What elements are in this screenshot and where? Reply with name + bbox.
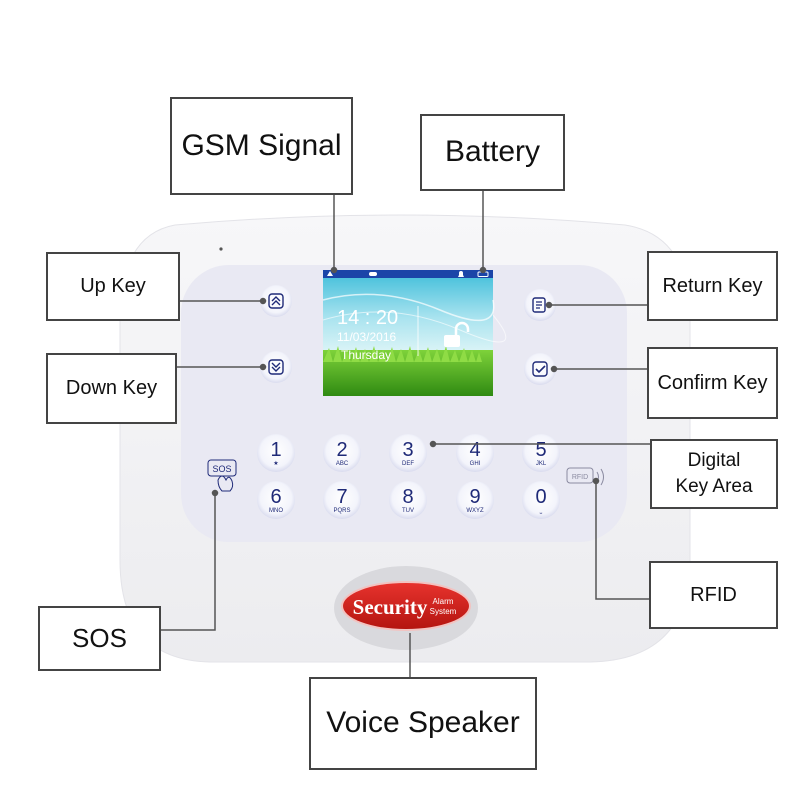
leader-dot-gsm [330, 266, 338, 274]
rfid-callout: RFID [649, 561, 778, 629]
keypad-key-letters: MNO [269, 508, 283, 514]
control-panel [181, 265, 627, 542]
sos-label: SOS [72, 622, 127, 653]
keypad-key-digit: 8 [402, 486, 413, 508]
keypad-key-face [323, 434, 361, 472]
screen-status-bar [323, 270, 493, 278]
keypad-key-letters: JKL [536, 461, 547, 467]
keypad-key-digit: 0 [535, 486, 546, 508]
leader-line-sos [161, 493, 216, 631]
keypad-key-digit: 6 [270, 486, 281, 508]
microphone-hole [219, 247, 223, 251]
keypad-key-digit: 5 [535, 439, 546, 461]
keypad-key-digit: 2 [336, 439, 347, 461]
keypad-key-digit: 4 [469, 439, 480, 461]
confirm-key-label: Confirm Key [657, 371, 768, 394]
sos-key-label: SOS [212, 464, 231, 474]
keypad-key-face [323, 481, 361, 519]
leader-dot-confirm [550, 365, 558, 373]
up-key[interactable] [260, 285, 292, 317]
lcd-screen [322, 270, 507, 396]
leader-lines [161, 190, 650, 677]
voice-speaker-badge: Security Alarm System [334, 566, 478, 650]
keypad-key-face [522, 481, 560, 519]
return-key-callout: Return Key [647, 251, 778, 321]
keypad-key-1[interactable]: 1★ [257, 434, 295, 472]
document-icon [532, 297, 546, 313]
return-key-label: Return Key [662, 274, 763, 297]
leader-dot-rfid [592, 477, 600, 485]
bell-indicator-icon [458, 271, 464, 277]
return-key[interactable] [524, 289, 556, 321]
down-key-label: Down Key [65, 377, 158, 399]
speaker-badge-sub1: Alarm [433, 597, 454, 606]
up-key-callout: Up Key [46, 252, 180, 321]
keypad-key-letters: ABC [336, 461, 349, 467]
keypad-key-letters: GHI [470, 461, 481, 467]
leader-dot-battery [479, 266, 487, 274]
leader-dot-keypad [429, 440, 437, 448]
down-key[interactable] [260, 351, 292, 383]
keypad-key-letters: ⎵ [540, 508, 543, 514]
rfid-label: RFID [690, 583, 737, 606]
speaker-badge-main: Security [353, 595, 428, 619]
leader-dot-sos [211, 489, 219, 497]
keypad-key-letters: ★ [273, 460, 278, 467]
up-key-label: Up Key [80, 275, 146, 297]
checkbox-icon [532, 361, 548, 377]
keypad-key-letters: PQRS [333, 508, 350, 514]
signal-indicator-icon [327, 271, 333, 276]
keypad-key-letters: DEF [402, 461, 414, 467]
keypad-key-0[interactable]: 0⎵ [522, 481, 560, 519]
leader-dot-up [259, 297, 267, 305]
keypad-key-letters: WXYZ [466, 508, 484, 514]
keypad-key-digit: 3 [402, 439, 413, 461]
rfid-card-icon [566, 467, 594, 484]
voice-speaker-callout: Voice Speaker [309, 677, 537, 770]
keypad-key-face [257, 434, 295, 472]
keypad-key-digit: 1 [270, 439, 281, 461]
battery-label: Battery [444, 135, 541, 169]
gsm-signal-label: GSM Signal [181, 128, 342, 162]
screen-time: 14 : 20 [337, 307, 398, 329]
leader-dot-return [545, 301, 553, 309]
keypad-key-face [389, 434, 427, 472]
keypad-key-letters: TUV [402, 508, 414, 514]
keypad-key-face [389, 481, 427, 519]
screen-date: 11/03/2016 [337, 330, 396, 344]
rfid-zone-label: RFID [572, 474, 588, 481]
down-key-callout: Down Key [46, 353, 177, 424]
gsm-signal-callout: GSM Signal [170, 97, 353, 195]
digital-key-area-label: Digital Key Area [675, 450, 753, 497]
voice-speaker-label: Voice Speaker [326, 706, 520, 740]
keypad-key-digit: 7 [336, 486, 347, 508]
leader-line-rfid [595, 481, 649, 600]
digital-key-area-callout: Digital Key Area [650, 439, 778, 509]
speaker-badge-sub2: System [430, 607, 457, 616]
confirm-key[interactable] [524, 353, 556, 385]
keypad-key-digit: 9 [469, 486, 480, 508]
keypad-key-face [456, 481, 494, 519]
chevron-up-icon [268, 293, 284, 309]
sos-key[interactable]: SOS [207, 459, 237, 492]
confirm-key-callout: Confirm Key [647, 347, 778, 419]
sos-callout: SOS [38, 606, 161, 671]
battery-callout: Battery [420, 114, 565, 191]
chevron-down-icon [268, 359, 284, 375]
cloud-indicator-icon [369, 272, 377, 276]
keypad-key-face [257, 481, 295, 519]
leader-dot-down [259, 363, 267, 371]
screen-day: Thursday [341, 348, 391, 362]
unlocked-padlock-icon [444, 321, 470, 347]
